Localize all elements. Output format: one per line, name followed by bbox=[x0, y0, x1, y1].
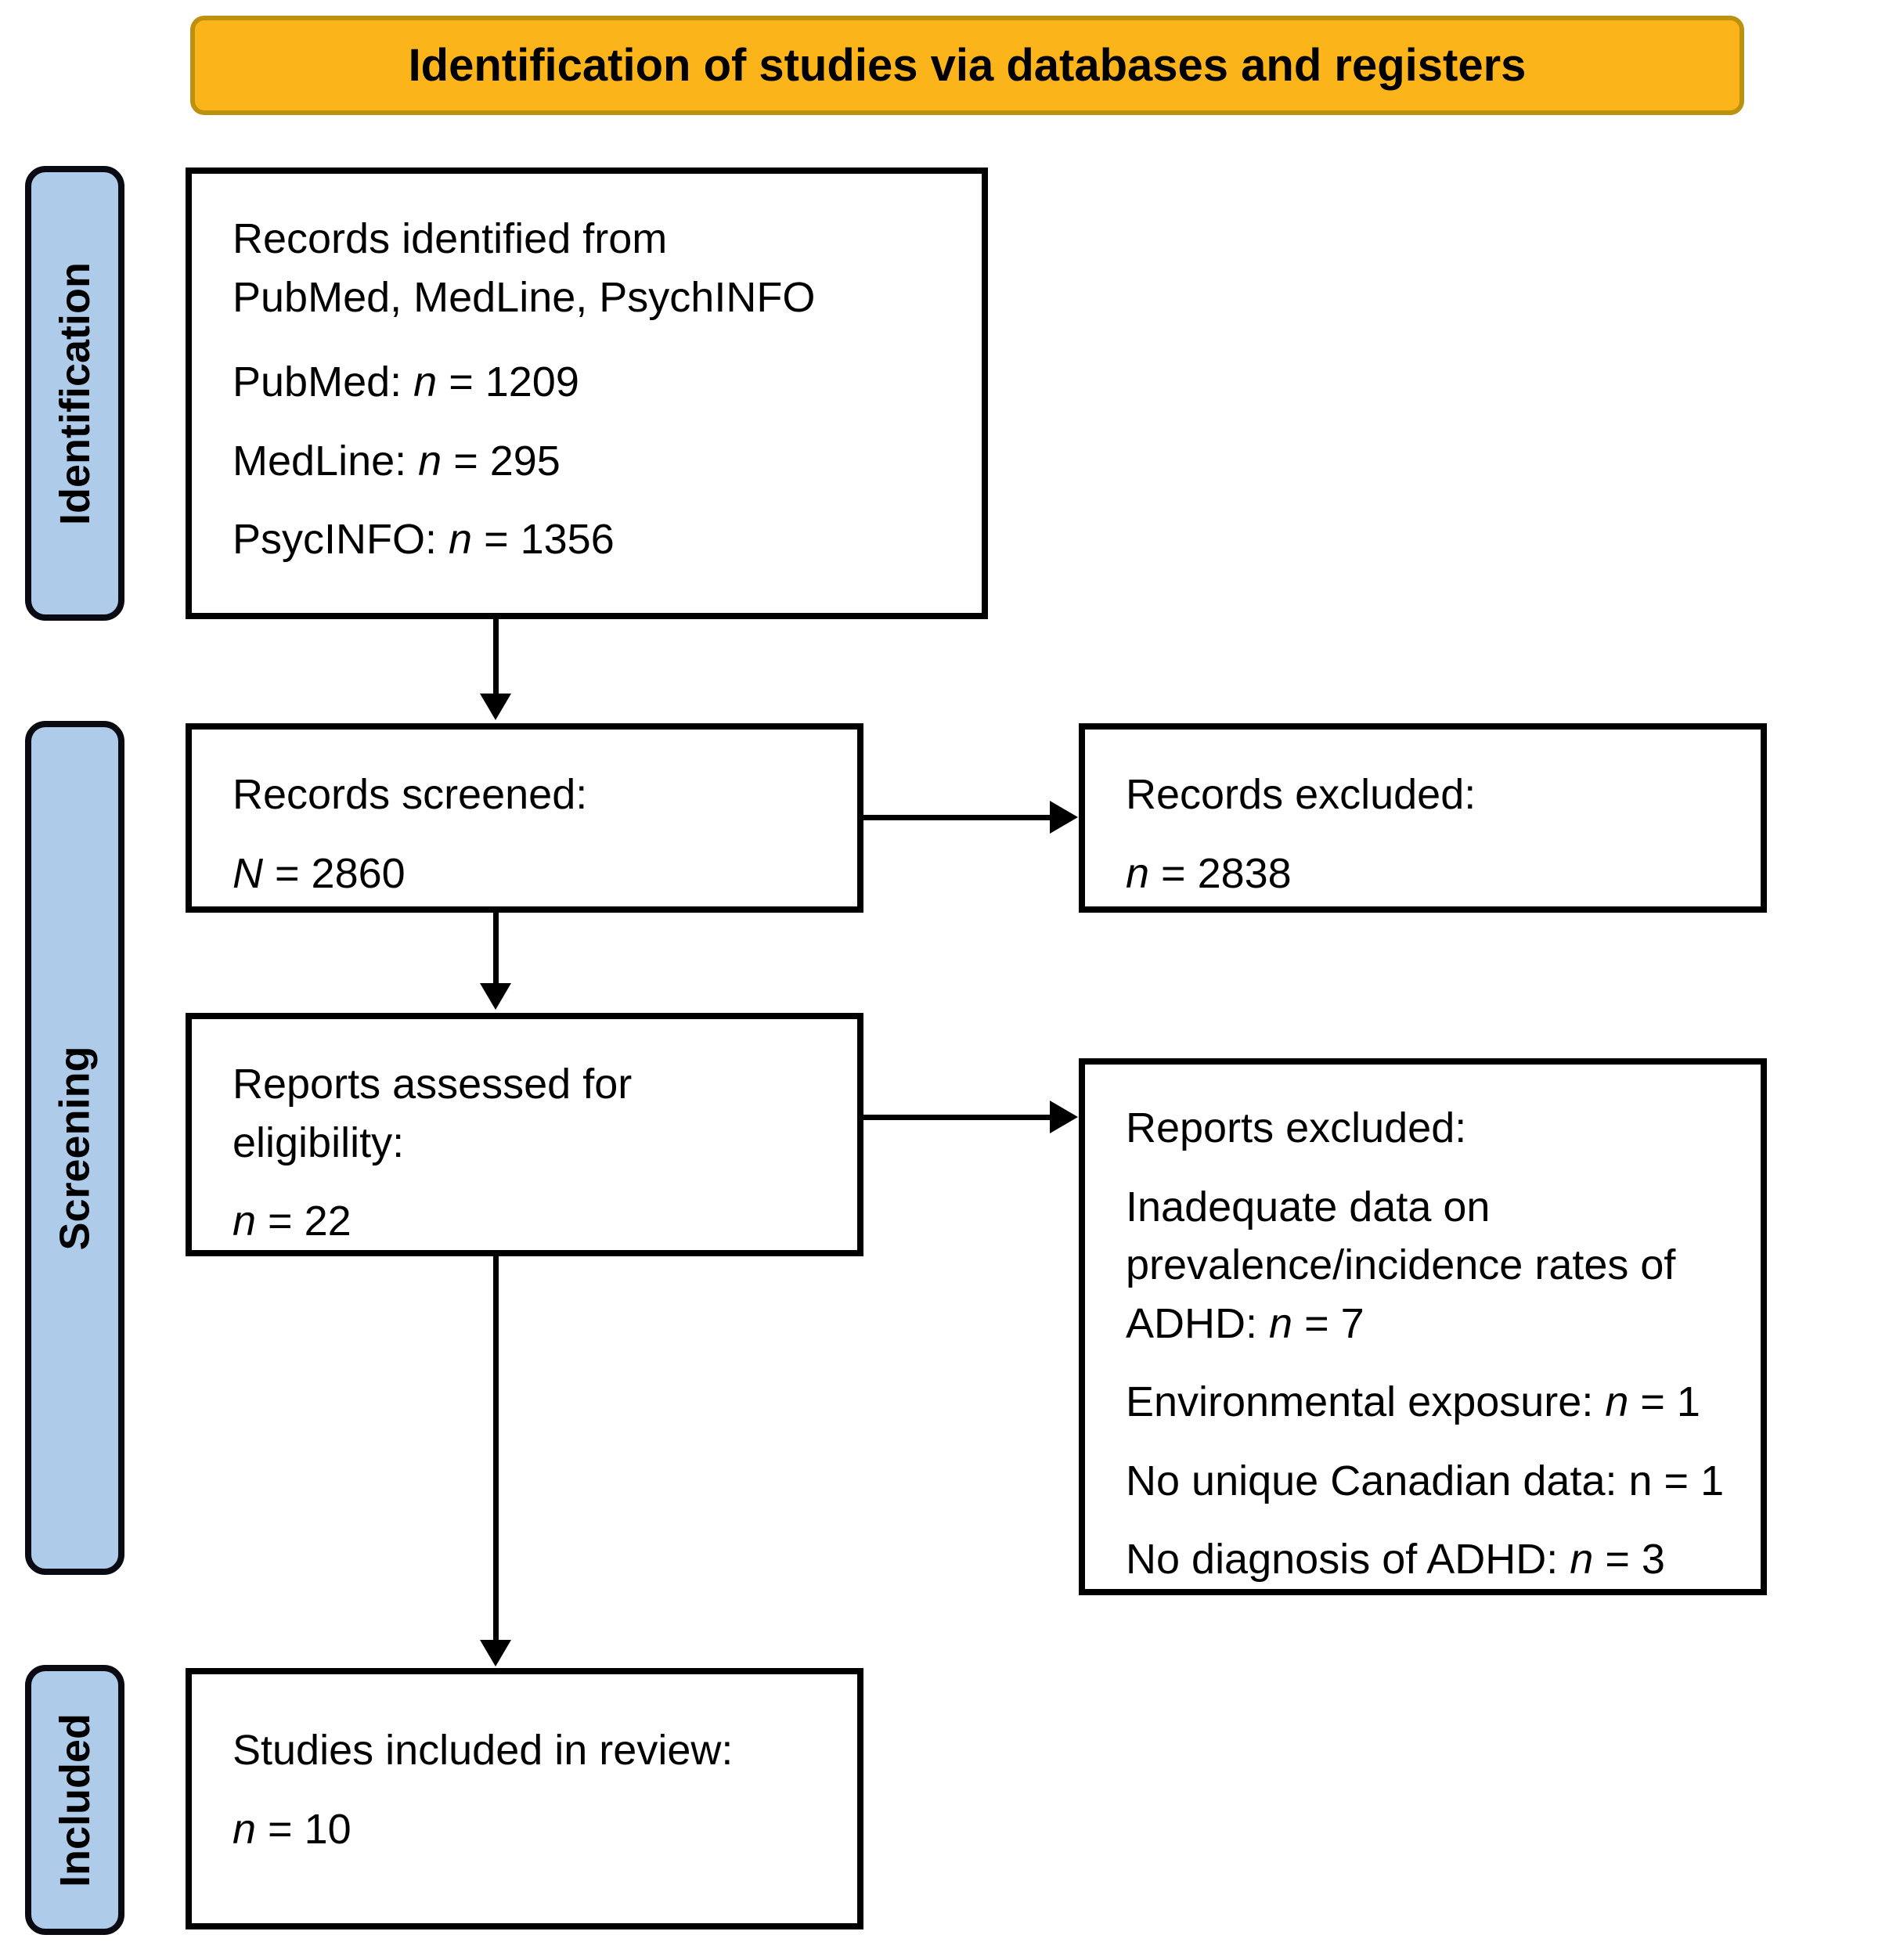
arrow-identified-to-screened-head bbox=[480, 694, 511, 720]
box-records-screened: Records screened:N = 2860 bbox=[186, 723, 863, 913]
stage-label-screening: Screening bbox=[25, 721, 124, 1575]
arrow-assessed-to-included-head bbox=[480, 1640, 511, 1666]
arrow-screened-to-assessed bbox=[493, 913, 499, 985]
arrow-screened-to-excluded-head bbox=[1050, 801, 1078, 834]
stage-label-included: Included bbox=[25, 1665, 124, 1935]
stage-label-identification-text: Identification bbox=[51, 261, 99, 525]
title-banner-label: Identification of studies via databases … bbox=[408, 40, 1527, 91]
arrow-assessed-to-reports-excluded bbox=[863, 1115, 1051, 1120]
arrow-screened-to-excluded bbox=[863, 815, 1051, 820]
arrow-screened-to-assessed-head bbox=[480, 983, 511, 1010]
stage-label-identification: Identification bbox=[25, 166, 124, 621]
box-records-excluded: Records excluded:n = 2838 bbox=[1079, 723, 1767, 913]
title-banner: Identification of studies via databases … bbox=[190, 16, 1744, 115]
stage-label-included-text: Included bbox=[51, 1713, 99, 1887]
arrow-assessed-to-included bbox=[493, 1256, 499, 1641]
arrow-assessed-to-reports-excluded-head bbox=[1050, 1101, 1078, 1133]
stage-label-screening-text: Screening bbox=[51, 1045, 99, 1251]
box-studies-included: Studies included in review:n = 10 bbox=[186, 1668, 863, 1929]
arrow-identified-to-screened bbox=[493, 619, 499, 697]
